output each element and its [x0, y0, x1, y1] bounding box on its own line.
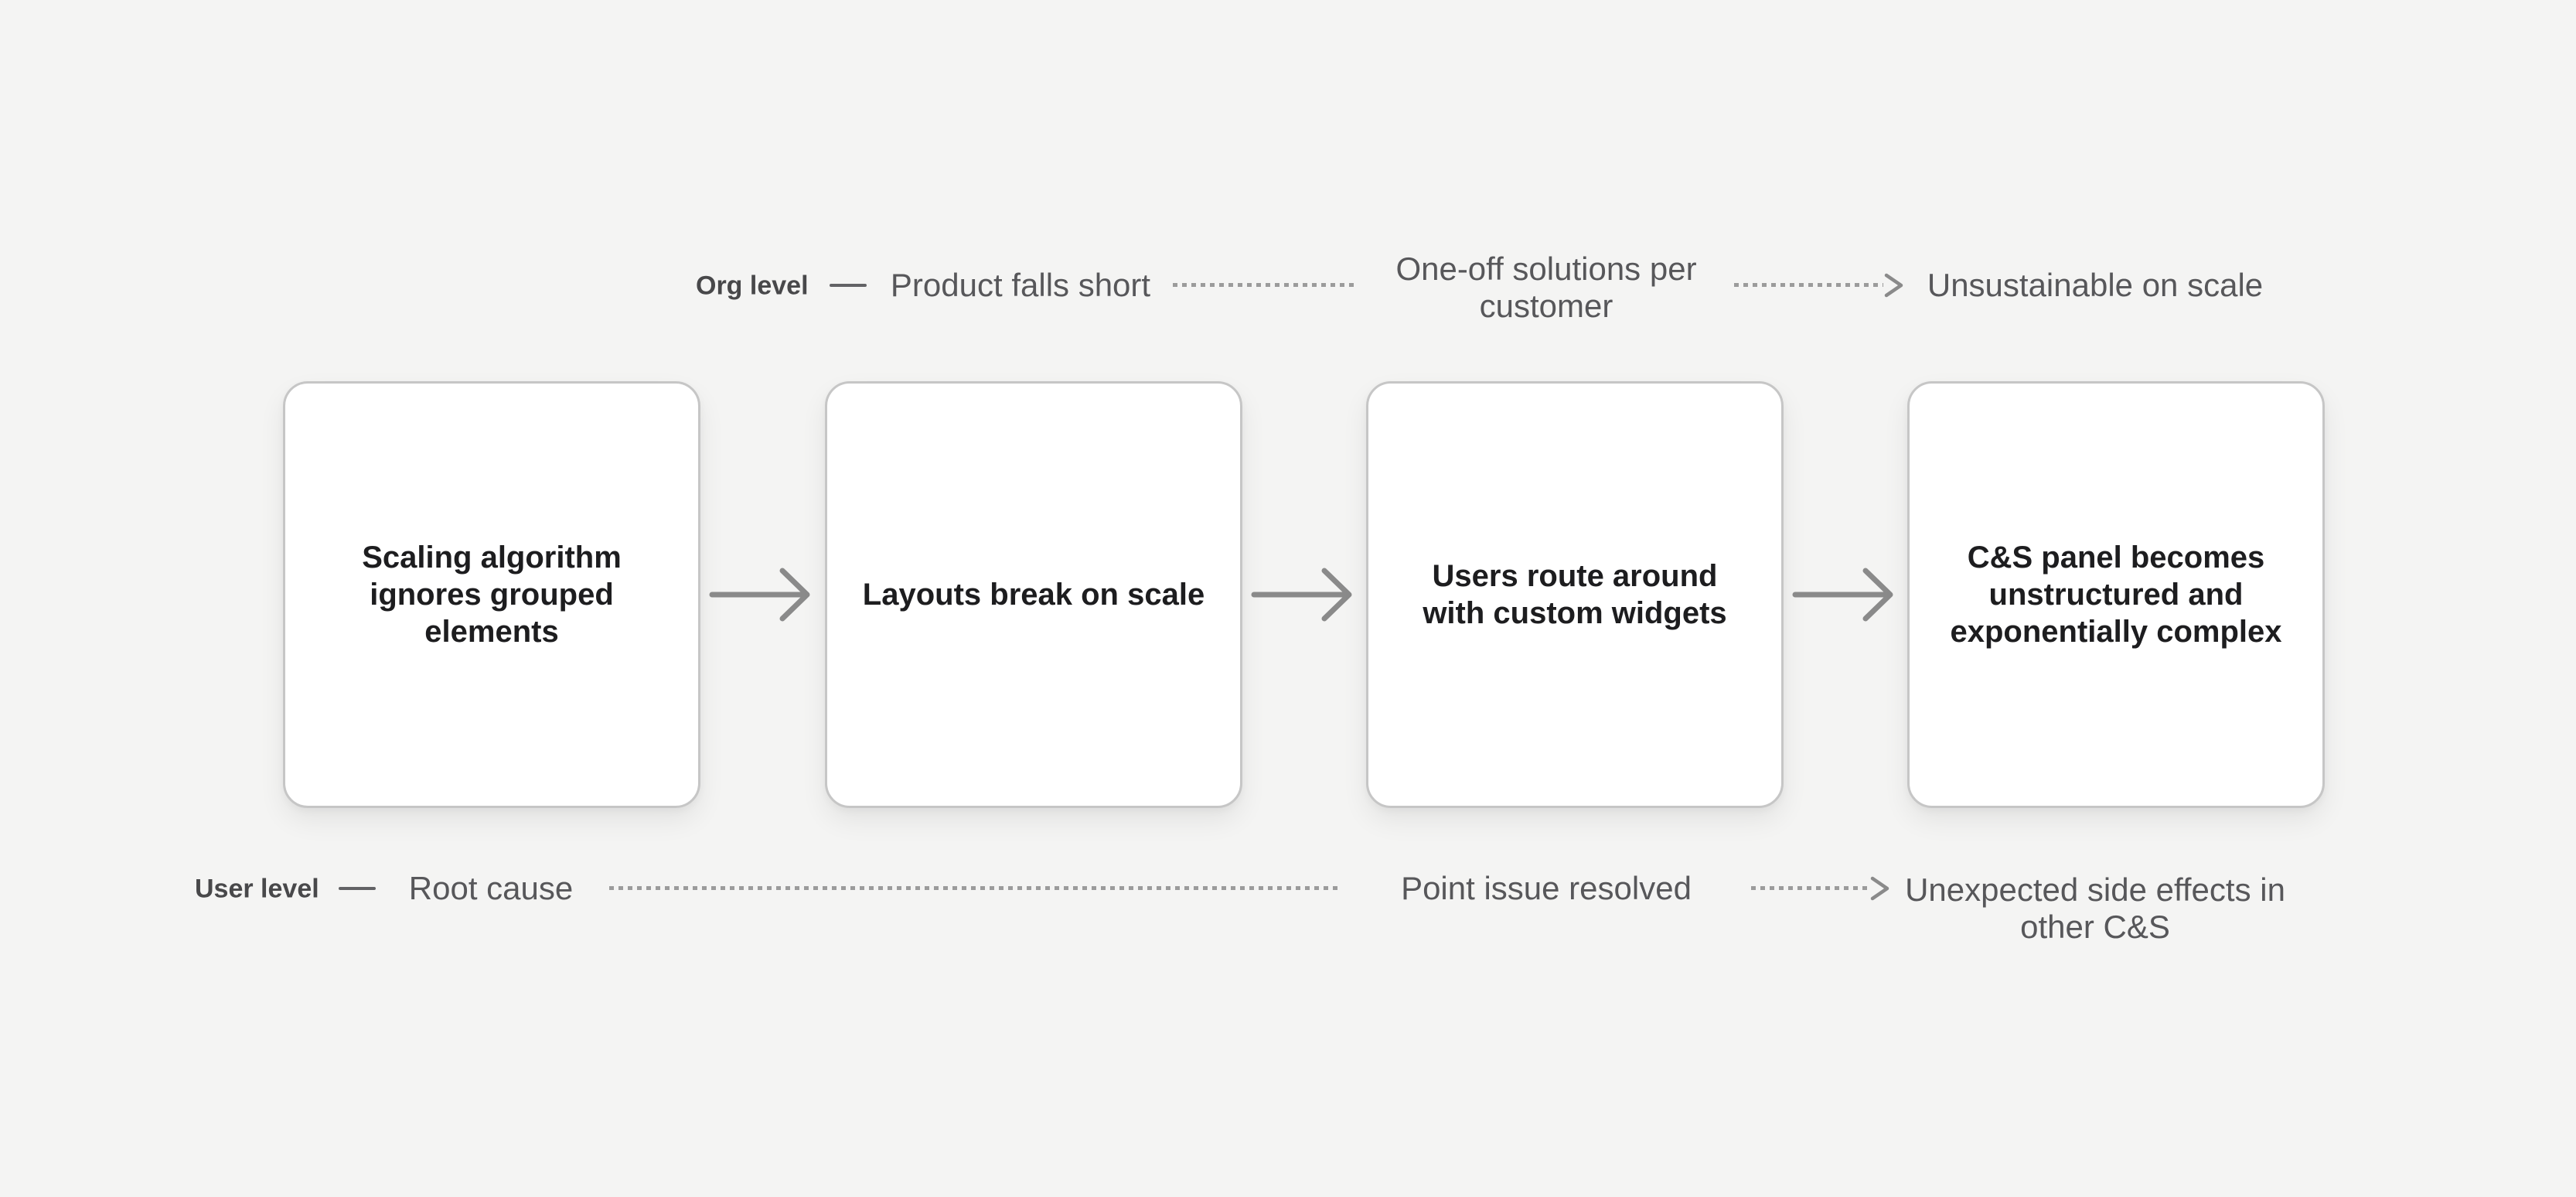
dotted-connector — [1173, 283, 1358, 287]
box-label: Layouts break on scale — [862, 578, 1205, 612]
flow-box-scaling-algorithm: Scaling algorithm ignores grouped elemen… — [283, 381, 700, 808]
label-one-off-solutions: One-off solutions per customer — [1395, 251, 1697, 324]
arrow-right-icon — [1251, 568, 1352, 622]
label-product-falls-short: Product falls short — [890, 267, 1151, 303]
dashed-arrowhead-icon — [1884, 273, 1903, 298]
arrow-right-icon — [1792, 568, 1893, 622]
dashed-arrowhead-icon — [1870, 876, 1889, 901]
arrow-right-icon — [709, 568, 810, 622]
flow-box-users-route-around: Users route around with custom widgets — [1366, 381, 1784, 808]
dotted-connector — [609, 886, 1338, 890]
label-root-cause: Root cause — [408, 870, 574, 906]
org-level-legend-label: Org level — [696, 271, 809, 301]
box-label: C&S panel becomes unstructured and expon… — [1950, 541, 2282, 649]
user-level-legend-label: User level — [195, 874, 319, 904]
dotted-connector — [1734, 283, 1883, 287]
flow-box-cs-panel: C&S panel becomes unstructured and expon… — [1907, 381, 2325, 808]
label-unsustainable-on-scale: Unsustainable on scale — [1927, 267, 2264, 303]
label-point-issue-resolved: Point issue resolved — [1401, 870, 1692, 906]
flow-box-layouts-break: Layouts break on scale — [825, 381, 1242, 808]
dotted-connector — [1751, 886, 1869, 890]
legend-dash — [830, 284, 867, 287]
legend-dash — [339, 887, 376, 890]
label-unexpected-side-effects: Unexpected side effects in other C&S — [1905, 871, 2285, 945]
box-label: Users route around with custom widgets — [1423, 559, 1727, 630]
box-label: Scaling algorithm ignores grouped elemen… — [362, 541, 622, 649]
